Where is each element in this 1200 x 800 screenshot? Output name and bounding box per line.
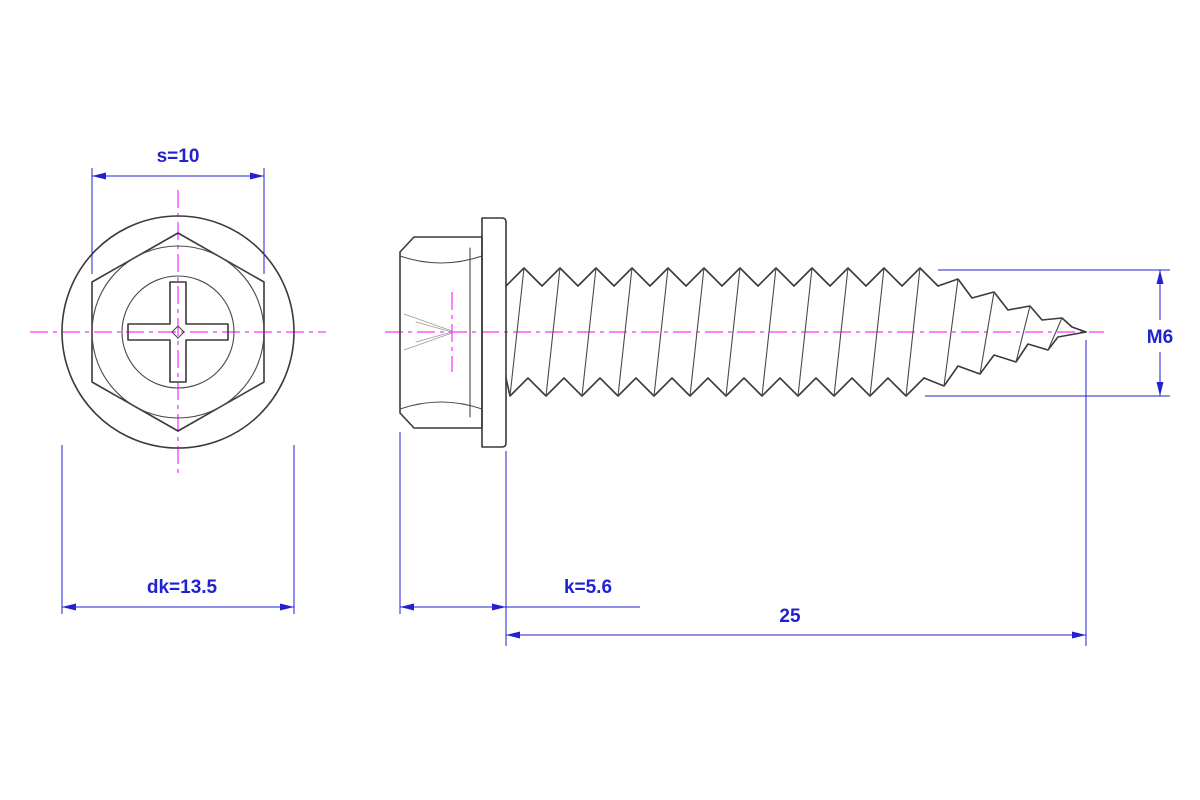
- dimension-across-flats: s=10: [91, 146, 265, 274]
- front-view-centerlines: [30, 190, 326, 474]
- hex-inscribed-circle: [91, 245, 265, 419]
- dimension-screw-length: 25: [506, 340, 1087, 646]
- arrowhead-left: [92, 172, 106, 180]
- thread-crest-bottom: [505, 377, 925, 397]
- recess-cone-lines: [403, 313, 453, 351]
- tip-flank-lines: [943, 278, 1063, 387]
- arrowhead-left: [506, 631, 520, 639]
- side-view-centerlines: [385, 292, 1104, 372]
- arrowhead-right: [250, 172, 264, 180]
- thread-flank: [689, 267, 705, 397]
- thread-profile: [505, 267, 1087, 397]
- thread-flank: [833, 267, 849, 397]
- dimension-label-k: k=5.6: [564, 577, 612, 598]
- arrowhead-right: [492, 603, 506, 611]
- phillips-center-square: [171, 325, 185, 339]
- phillips-recess: [127, 281, 229, 383]
- thread-flank: [545, 267, 561, 397]
- arrowhead-right: [280, 603, 294, 611]
- thread-flank: [581, 267, 597, 397]
- arrowhead-top: [1156, 270, 1164, 284]
- thread-flank: [725, 267, 741, 397]
- flange-side: [481, 217, 507, 448]
- thread-flank: [797, 267, 813, 397]
- dimension-label-s: s=10: [157, 146, 200, 167]
- thread-flank: [943, 278, 959, 387]
- thread-flank: [1047, 317, 1063, 351]
- arrowhead-left: [400, 603, 414, 611]
- arrowhead-bottom: [1156, 382, 1164, 396]
- thread-flank: [1015, 305, 1031, 363]
- phillips-cross: [127, 281, 229, 383]
- dimension-label-length: 25: [779, 606, 801, 627]
- flange-circle: [61, 215, 295, 449]
- head-chamfer-arc-bottom: [399, 401, 483, 410]
- thread-flank-lines: [509, 267, 921, 397]
- head-chamfer-arc-top: [399, 255, 483, 264]
- recess-circle: [121, 275, 235, 389]
- tip-crest-top: [937, 278, 1087, 333]
- dimension-label-thread: M6: [1147, 327, 1173, 348]
- thread-flank: [869, 267, 885, 397]
- thread-flank: [979, 291, 995, 375]
- front-view: s=10 dk=13.5: [30, 146, 326, 614]
- recess-line: [403, 313, 453, 332]
- arrowhead-right: [1072, 631, 1086, 639]
- recess-line: [415, 321, 451, 332]
- dimension-label-dk: dk=13.5: [147, 577, 218, 598]
- recess-line: [415, 332, 451, 343]
- dimension-head-height: k=5.6: [399, 432, 640, 646]
- dimension-flange-diameter: dk=13.5: [61, 445, 295, 614]
- side-view: k=5.6 25 M6: [385, 217, 1173, 646]
- thread-flank: [617, 267, 633, 397]
- thread-flank: [509, 267, 525, 397]
- recess-line: [403, 332, 453, 351]
- tip-crest-bottom: [923, 331, 1087, 387]
- dimension-thread-size: M6: [925, 269, 1173, 397]
- thread-flank: [905, 267, 921, 397]
- hex-outline: [91, 232, 265, 432]
- thread-flank: [761, 267, 777, 397]
- arrowhead-left: [62, 603, 76, 611]
- thread-crest-top: [505, 267, 939, 287]
- thread-flank: [653, 267, 669, 397]
